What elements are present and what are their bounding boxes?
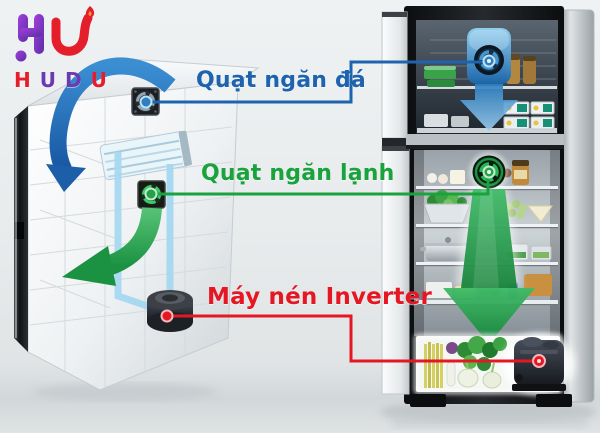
fridge-foot bbox=[536, 394, 572, 407]
green-airflow-arrow bbox=[62, 206, 162, 286]
wordmark-letter: U bbox=[90, 68, 116, 92]
freezer-compartment bbox=[416, 20, 558, 134]
blue-down-arrow bbox=[460, 84, 518, 131]
fridge-schematic bbox=[14, 57, 260, 391]
wordmark-letter: U bbox=[39, 68, 65, 92]
wordmark-letter: H bbox=[14, 68, 40, 92]
hudu-flame-monogram-icon bbox=[15, 6, 95, 62]
schematic-hinge-mark bbox=[15, 222, 24, 239]
cold-fan-connector bbox=[144, 165, 496, 201]
hudu-wordmark: HUDU bbox=[14, 68, 116, 92]
label-freezer-fan: Quạt ngăn đá bbox=[196, 68, 366, 93]
annotation-connectors bbox=[139, 54, 546, 368]
freezer-fan-connector bbox=[139, 54, 496, 109]
ice-cream-tubs bbox=[503, 101, 555, 130]
compressor-icon bbox=[147, 290, 193, 332]
compressor-connector bbox=[160, 309, 546, 368]
compartment-divider bbox=[406, 134, 564, 148]
blue-airflow-arrow bbox=[46, 57, 176, 192]
salad-bowl bbox=[423, 190, 471, 224]
fridge-foot bbox=[410, 394, 446, 407]
fridge-photo bbox=[381, 6, 595, 407]
green-down-arrow bbox=[443, 189, 535, 344]
label-cold-fan: Quạt ngăn lạnh bbox=[201, 161, 395, 186]
wordmark-letter: D bbox=[65, 68, 91, 92]
label-compressor: Máy nén Inverter bbox=[207, 284, 433, 310]
fridge-open-doors bbox=[381, 11, 410, 395]
